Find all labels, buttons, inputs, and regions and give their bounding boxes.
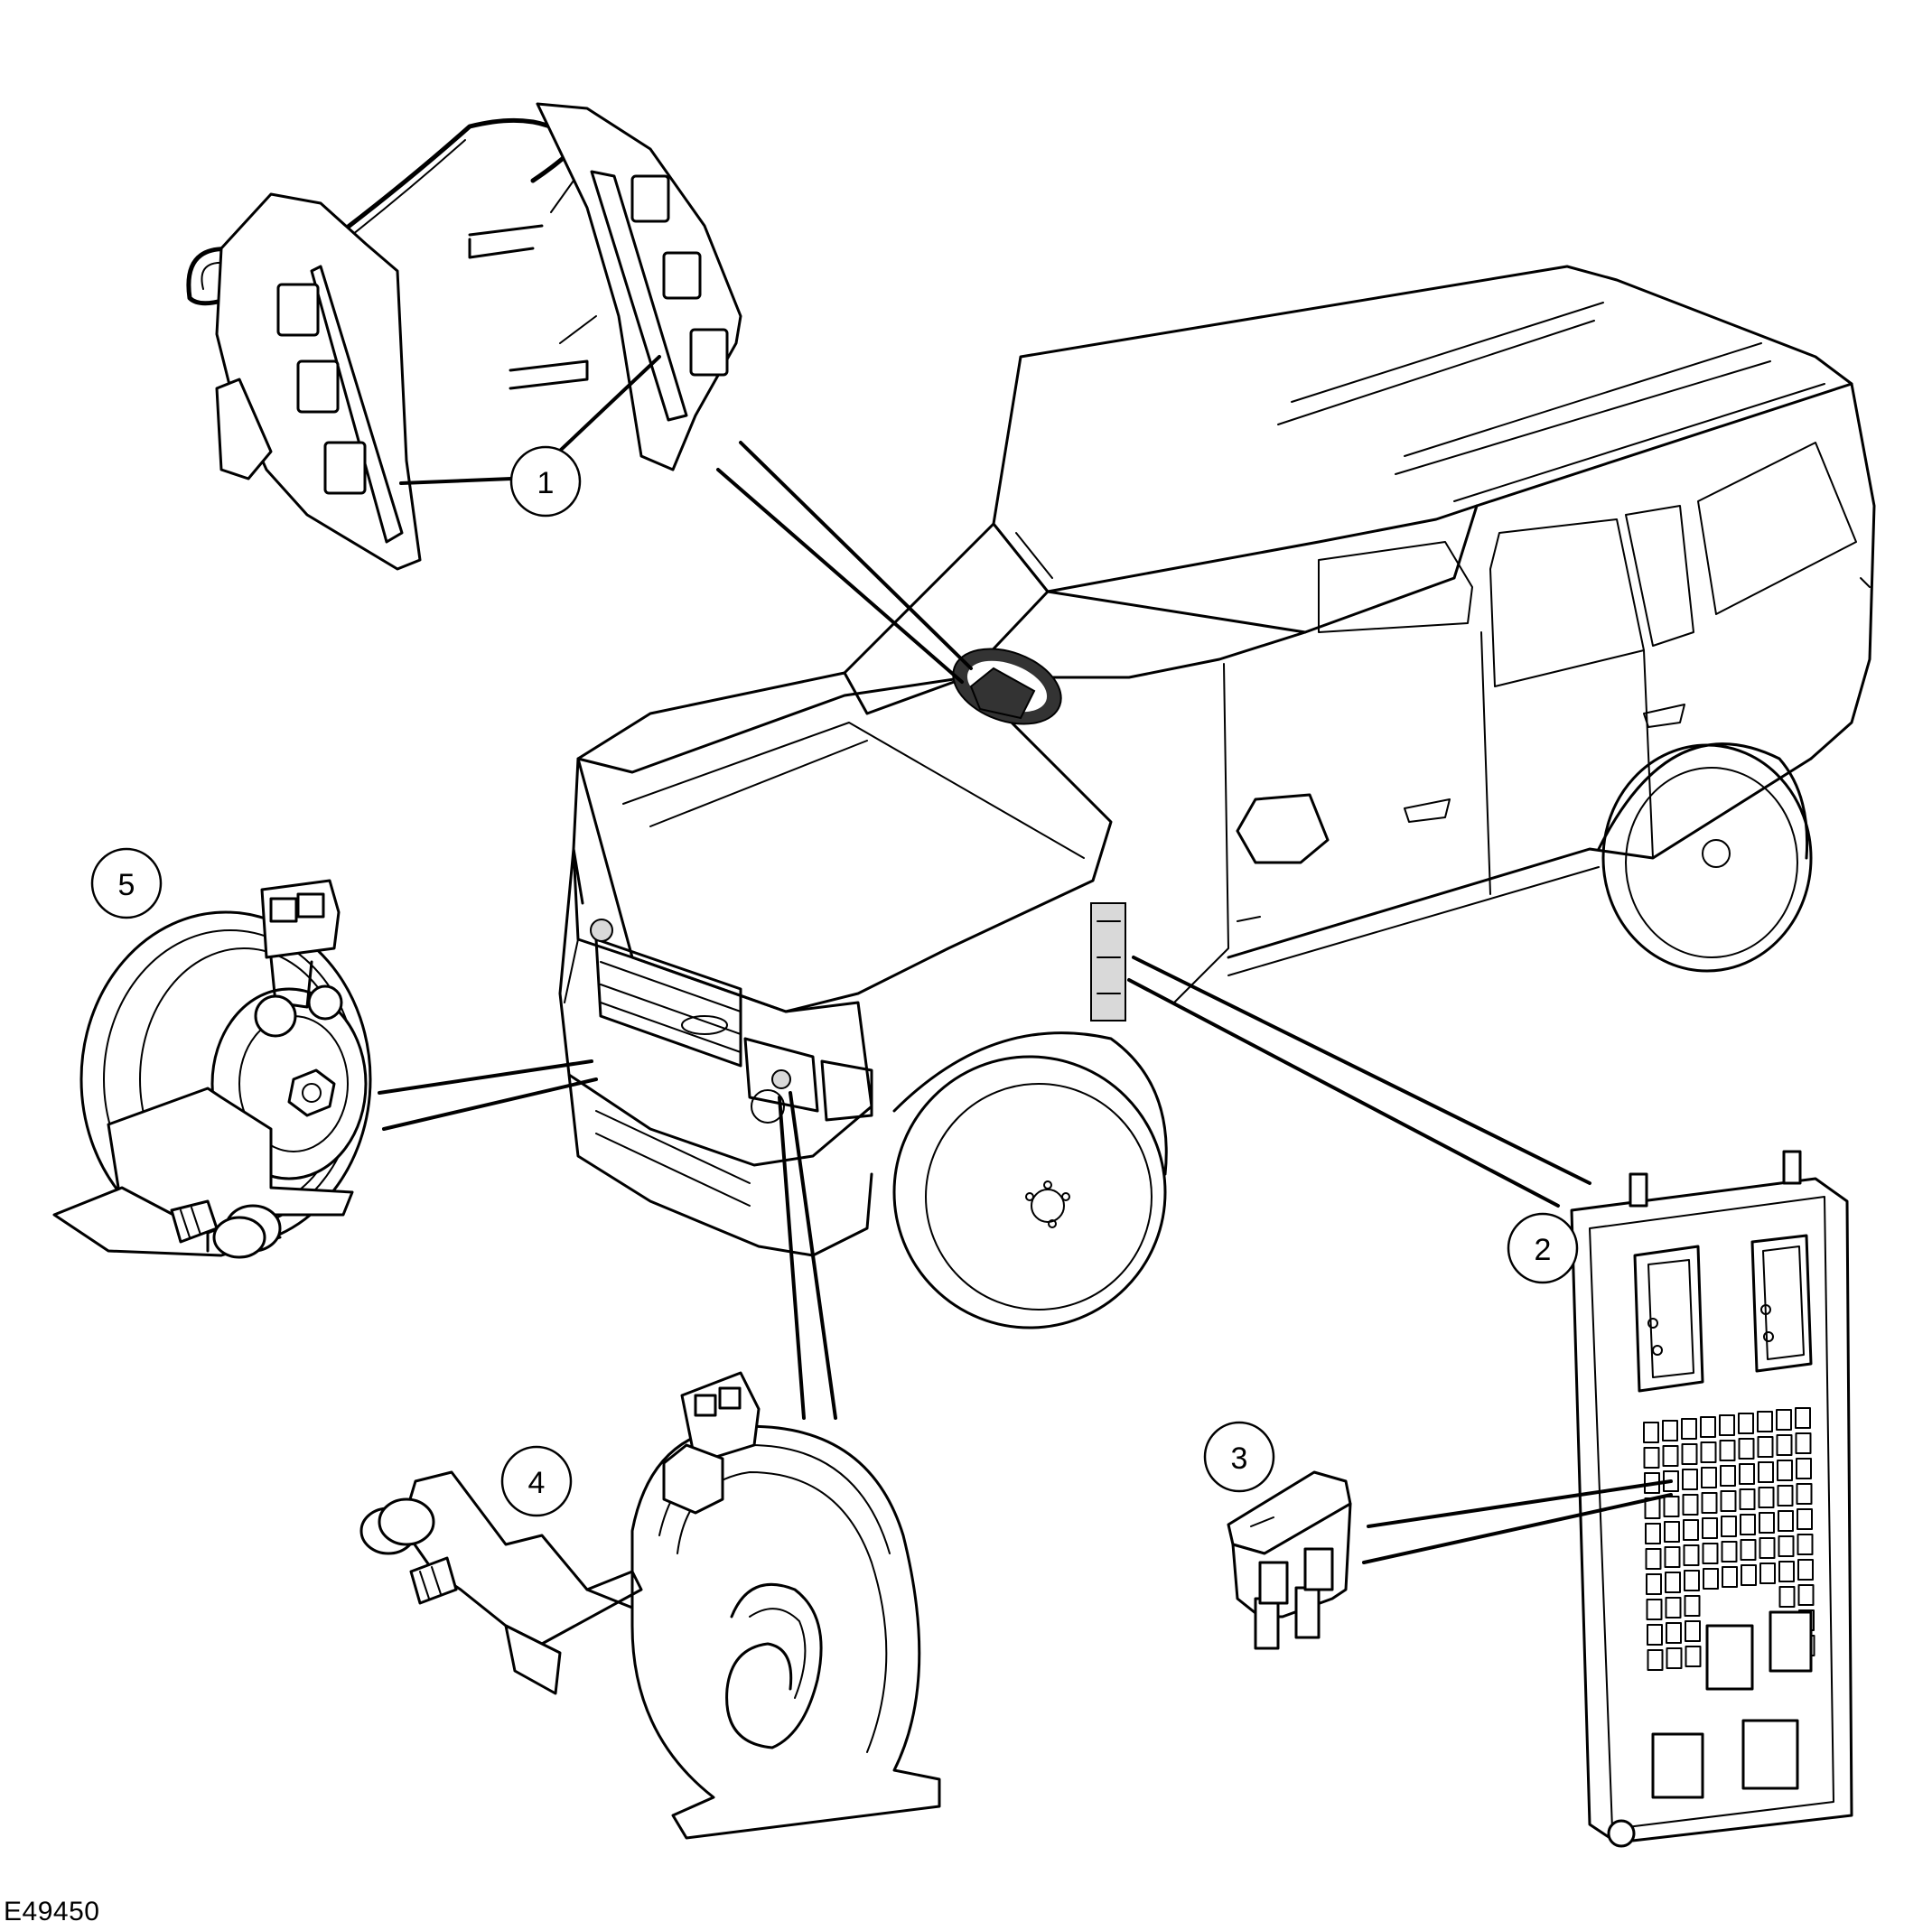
fuse-slot <box>1758 1461 1774 1483</box>
fuse-slot <box>1719 1414 1735 1436</box>
fuse-slot <box>1703 1568 1719 1590</box>
fuse-slot <box>1757 1411 1773 1432</box>
callout-1-label: 1 <box>537 466 555 500</box>
fuse-slot <box>1683 1519 1699 1541</box>
fuse-slot <box>1645 1548 1662 1570</box>
callout-3-label: 3 <box>1231 1441 1248 1476</box>
fuse-slot <box>1683 1544 1700 1566</box>
fuse-slot <box>1700 1416 1716 1438</box>
fuse-slot <box>1776 1409 1792 1431</box>
fuse-slot <box>1645 1523 1661 1544</box>
fuse-slot <box>1665 1572 1681 1593</box>
steering-wheel <box>952 648 1062 725</box>
fuse-slot <box>1701 1492 1718 1514</box>
fuse-slot <box>1738 1413 1754 1434</box>
fuse-slot <box>1797 1559 1814 1581</box>
fuse-slot <box>1739 1488 1756 1510</box>
fuse-slot <box>1778 1535 1795 1557</box>
callout-2: 2 <box>1507 1212 1579 1284</box>
fuse-slot <box>1664 1521 1680 1543</box>
fuse-slot <box>1721 1541 1738 1563</box>
fuse-slot <box>1643 1422 1659 1443</box>
fuse-slot <box>1778 1510 1794 1532</box>
fuse-slot <box>1796 1458 1812 1479</box>
fuse-slot <box>1778 1586 1796 1608</box>
central-junction-box-location <box>1090 902 1126 1021</box>
fuse-slot <box>1777 1485 1794 1507</box>
fuse-slot <box>1720 1465 1736 1487</box>
fuse-slot <box>1741 1564 1757 1586</box>
horn-left-assembly <box>52 879 372 1259</box>
callout-5-label: 5 <box>118 868 135 902</box>
fuse-slot <box>1646 1599 1663 1620</box>
fuse-slot <box>1759 1512 1775 1534</box>
fuse-slot <box>1740 1514 1756 1535</box>
fuse-slot <box>1647 1624 1663 1646</box>
fuse-slot <box>1647 1649 1664 1671</box>
callout-5: 5 <box>90 847 163 919</box>
fuse-slot <box>1666 1622 1682 1644</box>
fuse-slot <box>1702 1543 1719 1564</box>
fuse-slot <box>1664 1546 1681 1568</box>
fuse-slot <box>1646 1573 1662 1595</box>
fuse-slot <box>1719 1440 1736 1461</box>
fuse-slot <box>1685 1620 1701 1642</box>
fuse-slot <box>1682 1469 1698 1490</box>
fuse-slot <box>1720 1490 1737 1512</box>
fuse-slot <box>1757 1436 1774 1458</box>
horn-right-assembly <box>359 1371 941 1840</box>
leader-lines <box>378 355 1673 1564</box>
vehicle-illustration <box>558 265 1876 1329</box>
fuse-slot <box>1700 1441 1717 1463</box>
fuse-slot <box>1797 1584 1815 1606</box>
fuse-slot <box>1777 1460 1793 1481</box>
fuse-slot <box>1685 1646 1702 1667</box>
fuse-slot <box>1684 1570 1700 1591</box>
fuse-slot <box>1684 1595 1701 1617</box>
horn-fuse-assembly <box>1227 1470 1352 1650</box>
figure-id-label: E49450 <box>4 1897 100 1926</box>
fuse-slot <box>1681 1443 1698 1465</box>
fuse-slot <box>1643 1447 1660 1469</box>
fuse-slot <box>1662 1420 1678 1441</box>
fuse-slot <box>1797 1508 1813 1530</box>
fuse-slot <box>1702 1517 1718 1539</box>
fuse-slot <box>1682 1494 1699 1516</box>
callout-1: 1 <box>509 445 582 518</box>
callout-2-label: 2 <box>1535 1233 1552 1267</box>
fuse-slot <box>1666 1647 1683 1669</box>
fuse-slot <box>1776 1434 1793 1456</box>
callout-3: 3 <box>1203 1421 1275 1493</box>
fuse-slot <box>1797 1534 1814 1555</box>
fuse-slot <box>1681 1418 1697 1440</box>
fuse-slot <box>1795 1432 1812 1454</box>
fuse-slot <box>1759 1537 1776 1559</box>
fuse-slot <box>1739 1463 1755 1485</box>
fuse-slot <box>1701 1467 1717 1488</box>
callout-4: 4 <box>500 1445 573 1517</box>
central-junction-box-assembly <box>1570 1150 1853 1848</box>
fuse-slot <box>1759 1563 1776 1584</box>
fuse-slot <box>1665 1597 1682 1618</box>
horn-switches-assembly <box>186 102 742 571</box>
fuse-slot <box>1662 1445 1679 1467</box>
fuse-slot <box>1758 1487 1775 1508</box>
fuse-slot <box>1738 1438 1755 1460</box>
horn-location <box>771 1069 791 1089</box>
fuse-slot <box>1795 1407 1811 1429</box>
fuse-slot <box>1796 1483 1813 1505</box>
fuse-slot <box>1740 1539 1757 1561</box>
callout-4-label: 4 <box>528 1466 546 1500</box>
fuse-slot <box>1778 1561 1795 1582</box>
fuse-slot <box>1721 1516 1737 1537</box>
fuse-slot <box>1722 1566 1738 1588</box>
fuse-slot <box>1663 1496 1680 1517</box>
